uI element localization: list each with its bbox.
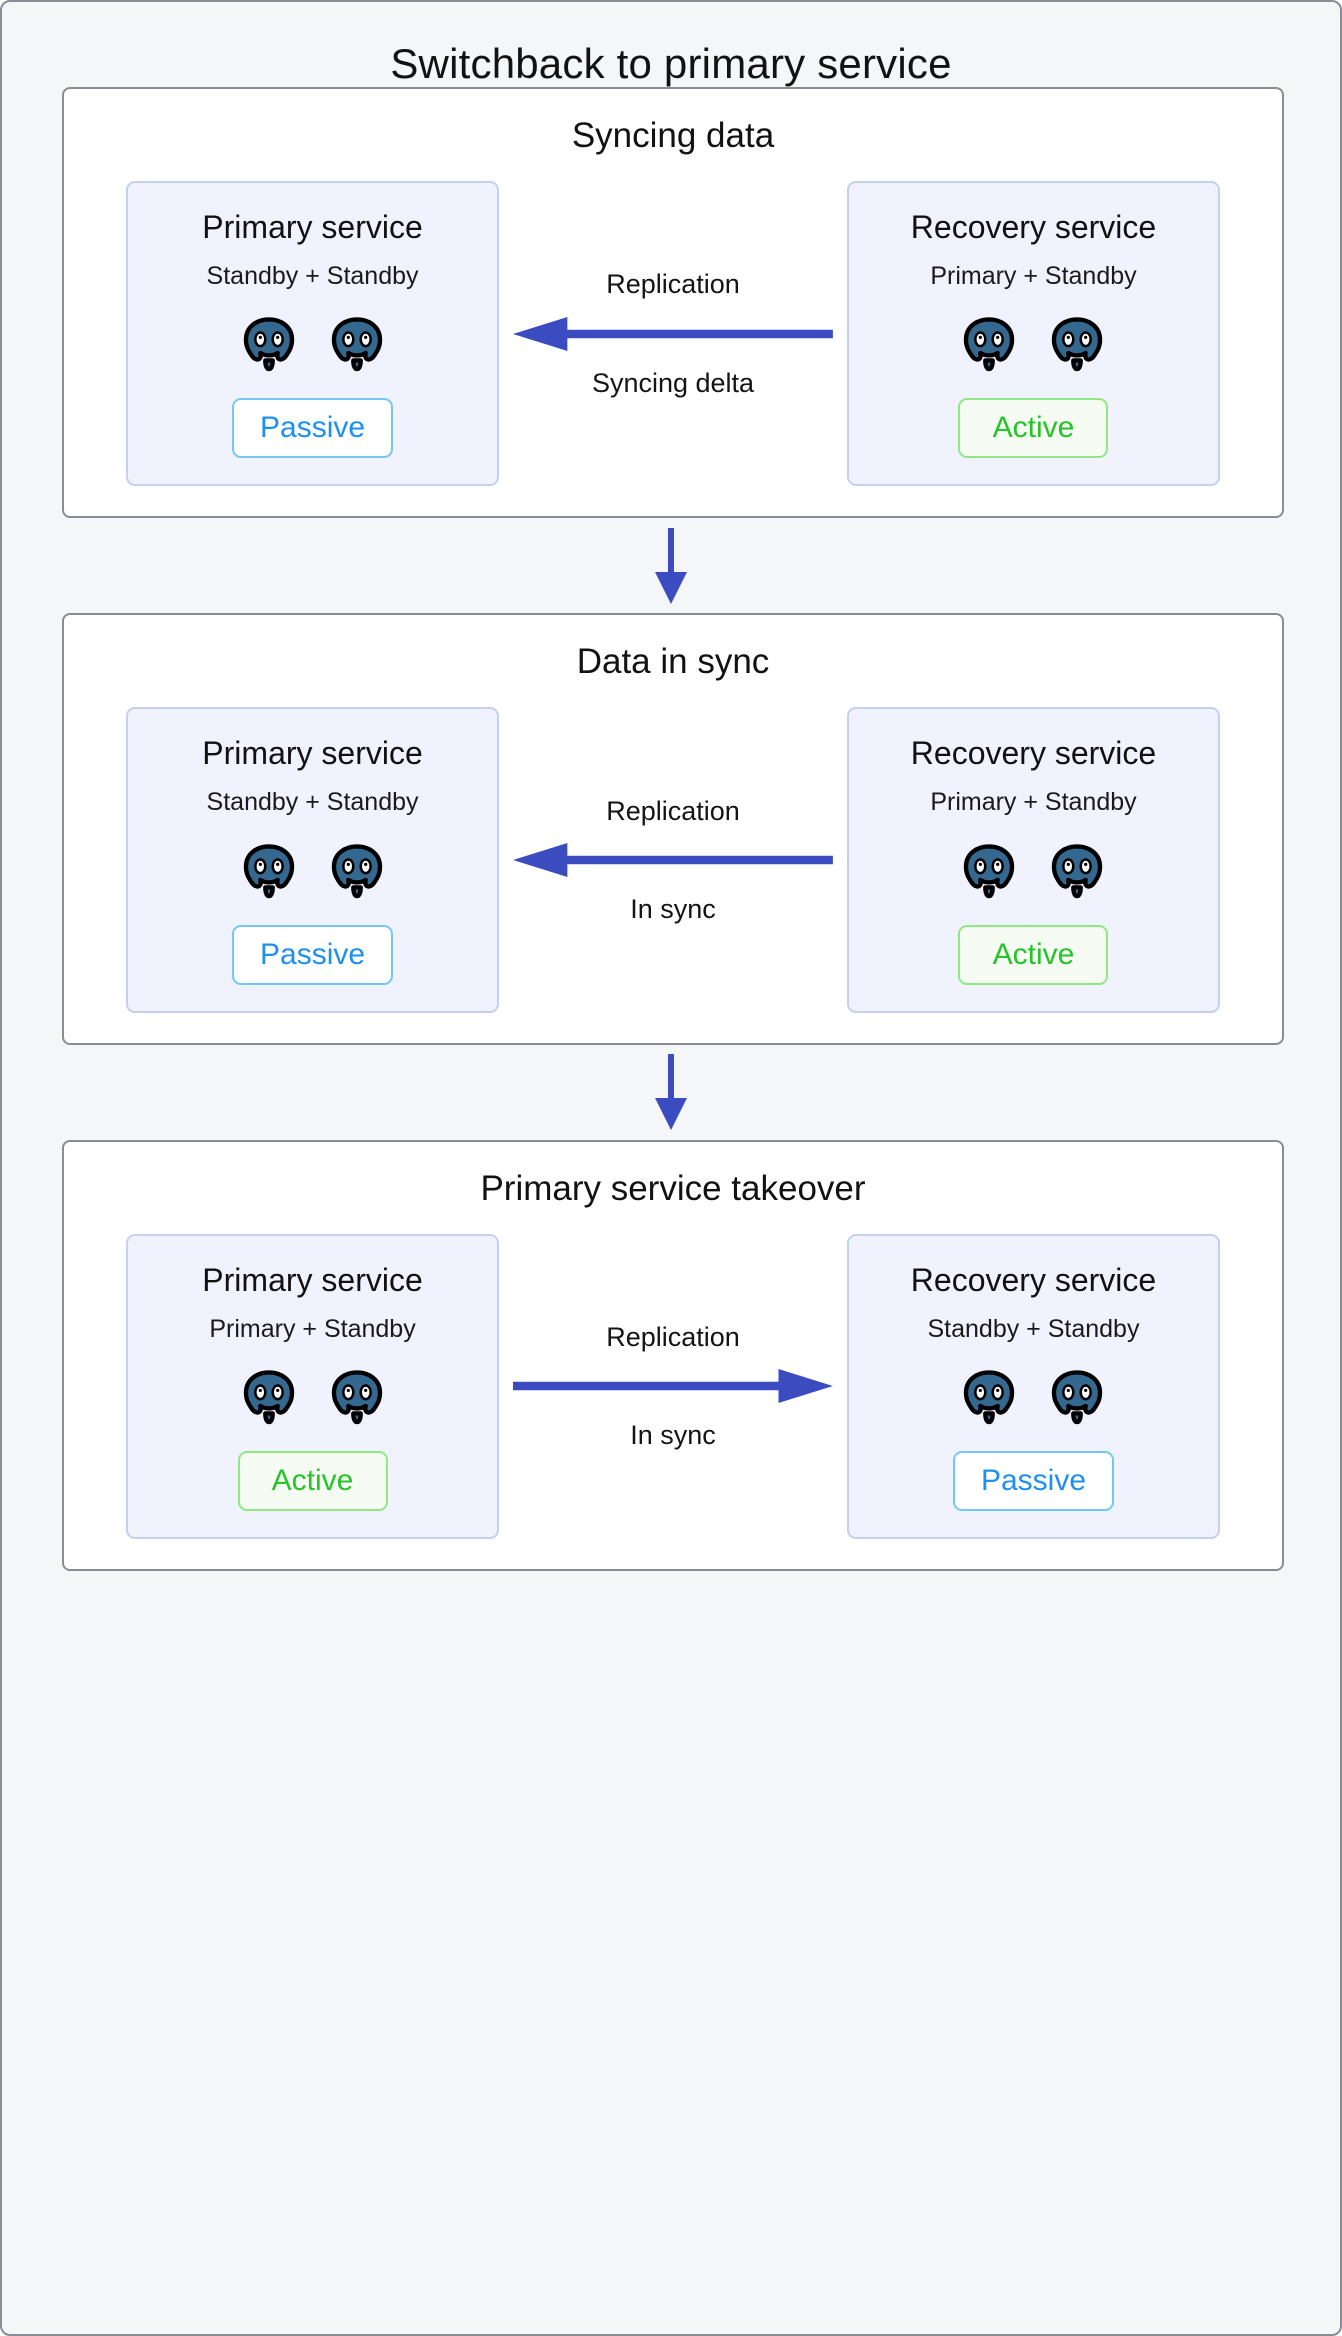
connector-label-bottom: Syncing delta bbox=[591, 367, 755, 398]
stage-title: Primary service takeover bbox=[480, 1168, 866, 1208]
service-name: Primary service bbox=[202, 209, 423, 246]
replication-connector: Replication Syncing delta bbox=[499, 181, 847, 486]
stage-panel-primary-service-takeover: Primary service takeover Primary service… bbox=[62, 1139, 1284, 1571]
postgres-elephant-icon bbox=[964, 317, 1015, 372]
postgres-elephant-icon bbox=[1052, 317, 1103, 372]
connector-label-bottom: In sync bbox=[630, 894, 716, 925]
stage-panel-data-in-sync: Data in sync Primary service Standby + S… bbox=[62, 613, 1284, 1045]
service-name: Recovery service bbox=[910, 1261, 1157, 1298]
service-role: Standby + Standby bbox=[206, 262, 419, 291]
node-group bbox=[238, 1365, 388, 1427]
service-role: Standby + Standby bbox=[927, 1314, 1140, 1343]
connector-label-top: Replication bbox=[606, 795, 740, 826]
down-arrow-icon bbox=[655, 527, 687, 604]
status-badge: Passive bbox=[232, 398, 394, 459]
service-role: Standby + Standby bbox=[206, 788, 419, 817]
stage-body: Primary service Standby + Standby bbox=[64, 707, 1282, 1013]
connector-label-top: Replication bbox=[606, 1321, 740, 1352]
status-badge: Passive bbox=[952, 1450, 1114, 1511]
page-title: Switchback to primary service bbox=[390, 40, 952, 87]
service-box-recovery: Recovery service Standby + Standby bbox=[846, 1233, 1221, 1539]
stage-panel-syncing-data: Syncing data Primary service Standby + S… bbox=[62, 87, 1284, 519]
stage-list: Syncing data Primary service Standby + S… bbox=[2, 87, 1340, 1571]
status-badge: Passive bbox=[232, 924, 394, 985]
stage-body: Primary service Standby + Standby bbox=[64, 181, 1282, 487]
service-name: Primary service bbox=[202, 735, 423, 772]
connector-label-top: Replication bbox=[606, 269, 740, 300]
service-role: Primary + Standby bbox=[209, 1314, 416, 1343]
node-group bbox=[238, 312, 388, 374]
service-box-recovery: Recovery service Primary + Standby bbox=[846, 181, 1221, 487]
service-name: Recovery service bbox=[910, 209, 1157, 246]
connector-label-bottom: In sync bbox=[630, 1420, 716, 1451]
postgres-elephant-icon bbox=[243, 317, 294, 372]
stage-gap bbox=[62, 1045, 1280, 1140]
replication-arrow-left-icon bbox=[513, 843, 833, 878]
service-name: Recovery service bbox=[910, 735, 1157, 772]
postgres-elephant-icon bbox=[331, 843, 382, 898]
stage-gap bbox=[62, 518, 1280, 613]
stage-title: Syncing data bbox=[571, 116, 775, 156]
stage-body: Primary service Primary + Standby bbox=[64, 1233, 1282, 1539]
service-role: Primary + Standby bbox=[930, 262, 1137, 291]
down-arrow-icon bbox=[655, 1054, 687, 1131]
service-box-primary: Primary service Primary + Standby bbox=[126, 1233, 500, 1539]
postgres-elephant-icon bbox=[243, 1370, 294, 1425]
service-box-primary: Primary service Standby + Standby bbox=[126, 181, 500, 487]
service-box-primary: Primary service Standby + Standby bbox=[126, 707, 500, 1013]
postgres-elephant-icon bbox=[1052, 1370, 1103, 1425]
replication-connector: Replication In sync bbox=[499, 707, 847, 1012]
postgres-elephant-icon bbox=[1052, 843, 1103, 898]
stage-title: Data in sync bbox=[576, 642, 770, 682]
service-name: Primary service bbox=[202, 1261, 423, 1298]
status-badge: Active bbox=[237, 1450, 388, 1511]
replication-arrow-right-icon bbox=[513, 1369, 833, 1404]
replication-connector: Replication In sync bbox=[499, 1234, 847, 1539]
node-group bbox=[238, 839, 388, 901]
replication-arrow-left-icon bbox=[513, 316, 833, 351]
status-badge: Active bbox=[958, 924, 1109, 985]
postgres-elephant-icon bbox=[243, 843, 294, 898]
postgres-elephant-icon bbox=[331, 1370, 382, 1425]
service-box-recovery: Recovery service Primary + Standby bbox=[846, 707, 1221, 1013]
status-badge: Active bbox=[958, 398, 1109, 459]
service-role: Primary + Standby bbox=[930, 788, 1137, 817]
node-group bbox=[958, 839, 1108, 901]
node-group bbox=[958, 1365, 1108, 1427]
postgres-elephant-icon bbox=[964, 1370, 1015, 1425]
postgres-elephant-icon bbox=[964, 843, 1015, 898]
node-group bbox=[958, 312, 1108, 374]
postgres-elephant-icon bbox=[331, 317, 382, 372]
